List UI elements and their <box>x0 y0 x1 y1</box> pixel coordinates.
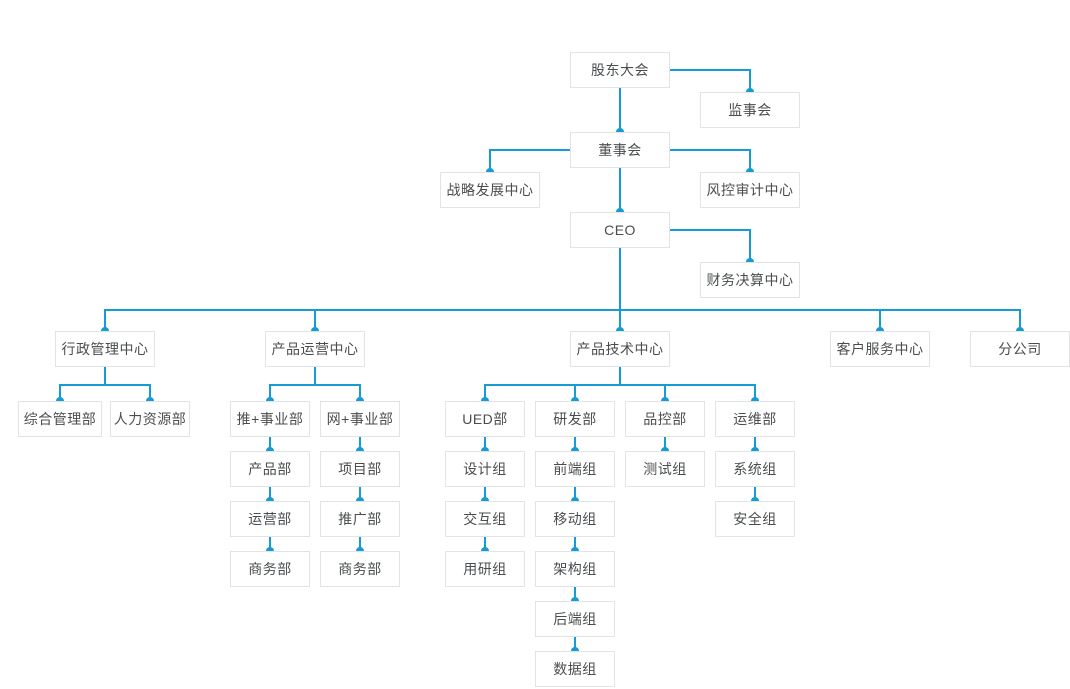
connector-admin-children <box>59 384 151 401</box>
org-node-ued-dept[interactable]: UED部 <box>445 401 525 437</box>
org-node-shareholders-meeting[interactable]: 股东大会 <box>570 52 670 88</box>
org-node-customer-service-center[interactable]: 客户服务中心 <box>830 331 930 367</box>
org-node-branch-company[interactable]: 分公司 <box>970 331 1070 367</box>
connector-spine <box>104 309 1021 331</box>
org-node-product-dept[interactable]: 产品部 <box>230 451 310 487</box>
org-node-hr-dept[interactable]: 人力资源部 <box>110 401 190 437</box>
org-node-business-dept-right[interactable]: 商务部 <box>320 551 400 587</box>
org-node-rd-dept[interactable]: 研发部 <box>535 401 615 437</box>
org-node-user-research-group[interactable]: 用研组 <box>445 551 525 587</box>
org-node-product-operation-center[interactable]: 产品运营中心 <box>265 331 365 367</box>
org-node-finance-settlement-center[interactable]: 财务决算中心 <box>700 262 800 298</box>
connector-board-to-risk-audit <box>670 149 751 172</box>
org-node-project-dept[interactable]: 项目部 <box>320 451 400 487</box>
connector-tech-children <box>484 384 756 401</box>
org-node-qc-dept[interactable]: 品控部 <box>625 401 705 437</box>
org-node-ceo[interactable]: CEO <box>570 212 670 248</box>
org-node-security-group[interactable]: 安全组 <box>715 501 795 537</box>
org-node-test-group[interactable]: 测试组 <box>625 451 705 487</box>
org-node-data-group[interactable]: 数据组 <box>535 651 615 687</box>
connector-ceo-to-finance <box>670 229 751 262</box>
org-node-product-tech-center[interactable]: 产品技术中心 <box>570 331 670 367</box>
org-node-ops-dept[interactable]: 运维部 <box>715 401 795 437</box>
org-node-business-dept-left[interactable]: 商务部 <box>230 551 310 587</box>
org-node-promotion-dept[interactable]: 推广部 <box>320 501 400 537</box>
org-node-frontend-group[interactable]: 前端组 <box>535 451 615 487</box>
org-node-tui-plus-business-dept[interactable]: 推+事业部 <box>230 401 310 437</box>
org-node-general-management-dept[interactable]: 综合管理部 <box>18 401 102 437</box>
org-node-architecture-group[interactable]: 架构组 <box>535 551 615 587</box>
org-node-design-group[interactable]: 设计组 <box>445 451 525 487</box>
org-node-interaction-group[interactable]: 交互组 <box>445 501 525 537</box>
org-node-system-group[interactable]: 系统组 <box>715 451 795 487</box>
org-node-admin-management-center[interactable]: 行政管理中心 <box>55 331 155 367</box>
org-node-board-of-directors[interactable]: 董事会 <box>570 132 670 168</box>
connector-shareholders-to-supervisory <box>670 69 751 92</box>
org-node-supervisory-board[interactable]: 监事会 <box>700 92 800 128</box>
org-node-mobile-group[interactable]: 移动组 <box>535 501 615 537</box>
org-node-backend-group[interactable]: 后端组 <box>535 601 615 637</box>
org-node-strategy-development-center[interactable]: 战略发展中心 <box>440 172 540 208</box>
connector-operation-children <box>269 384 361 401</box>
org-node-risk-audit-center[interactable]: 风控审计中心 <box>700 172 800 208</box>
org-node-operation-dept[interactable]: 运营部 <box>230 501 310 537</box>
connector-board-to-strategy <box>489 149 570 172</box>
org-node-wang-plus-business-dept[interactable]: 网+事业部 <box>320 401 400 437</box>
